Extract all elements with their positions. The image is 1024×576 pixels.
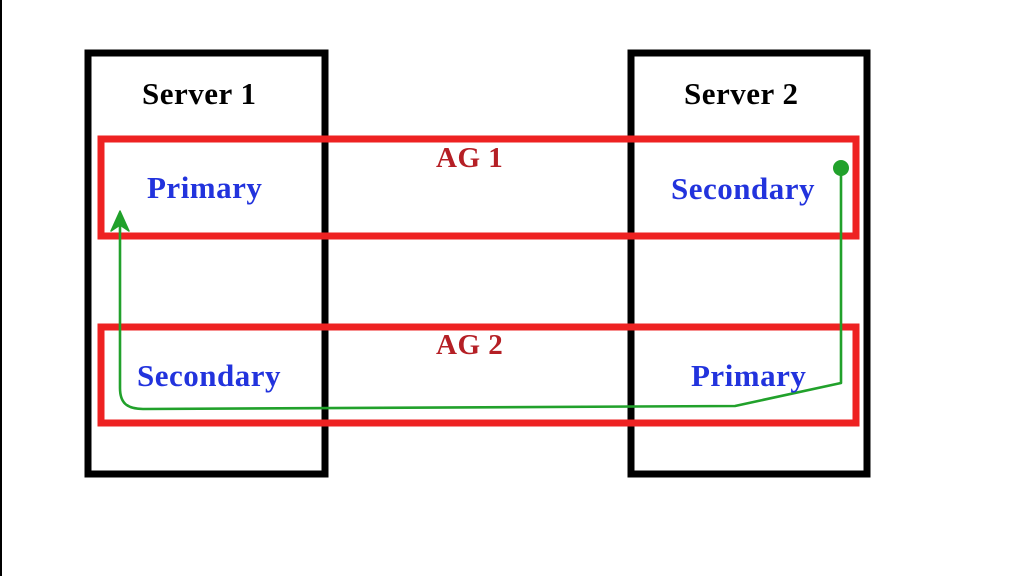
server-1-box — [84, 49, 329, 478]
server-2-ag-1-role-label: Secondary — [671, 171, 815, 206]
ag-2-box — [97, 323, 860, 427]
ag-1-box — [97, 135, 860, 240]
server-1-ag-2-role-label: Secondary — [137, 358, 281, 393]
connector-start-dot — [833, 160, 849, 176]
ag-2-label: AG 2 — [436, 329, 504, 361]
server-2-box — [627, 49, 871, 478]
replication-connector-line — [118, 168, 843, 411]
connector-arrowhead-icon — [110, 210, 130, 232]
server-1-ag-1-role-label: Primary — [147, 170, 263, 205]
server-2-ag-2-role-label: Primary — [691, 358, 807, 393]
server-1-title: Server 1 — [142, 76, 257, 111]
server-2-title: Server 2 — [684, 76, 799, 111]
ag-1-label: AG 1 — [436, 142, 504, 174]
